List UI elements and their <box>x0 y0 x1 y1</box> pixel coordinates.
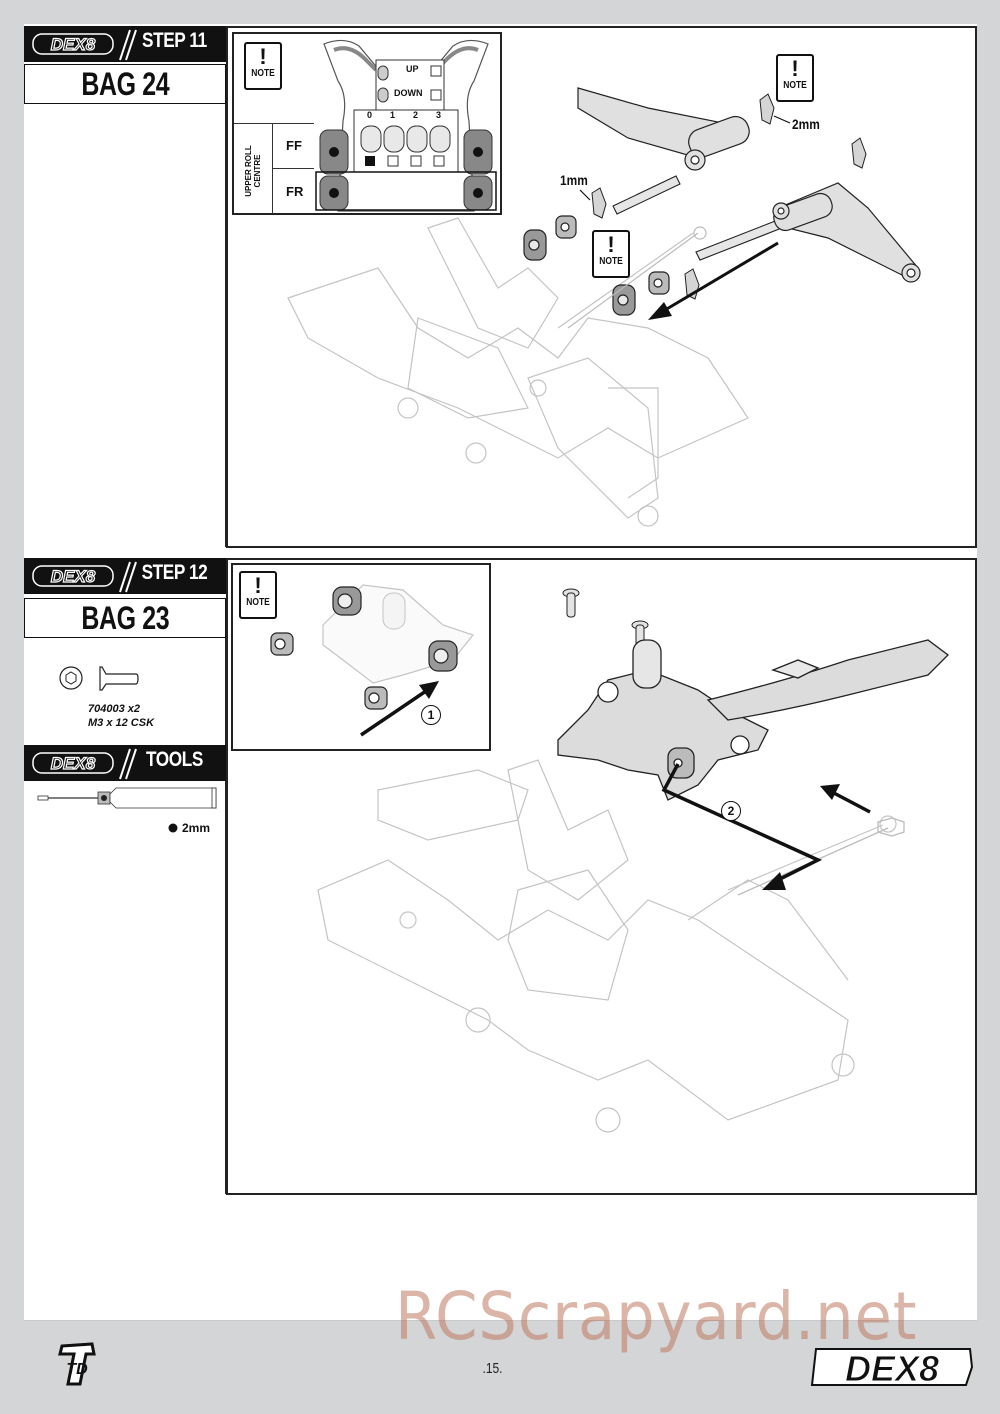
orientation-down-label: DOWN <box>394 88 423 98</box>
step-11-diagram: ! NOTE <box>226 26 977 548</box>
exclamation-icon: ! <box>259 44 267 69</box>
step-12-header: DEX8 STEP 12 <box>24 558 226 594</box>
step-12-diagram: ! NOTE 1 <box>226 558 977 1195</box>
divider-slashes <box>119 29 137 61</box>
upper-arm-rear <box>772 182 921 283</box>
pivot-bushings <box>523 215 670 316</box>
dex8-footer-logo: DEX8 <box>810 1348 974 1389</box>
page-number: .15. <box>482 1360 503 1377</box>
hinge-pins <box>612 175 793 261</box>
note-label: NOTE <box>599 256 623 267</box>
chassis-outline <box>317 759 897 1133</box>
suspension-assembly-illustration <box>287 87 921 527</box>
row-ff-label: FF <box>286 138 302 153</box>
bag-box: BAG 24 <box>24 64 226 104</box>
roll-centre-inset: ! NOTE <box>232 32 502 215</box>
tool-size: 2mm <box>182 821 211 835</box>
step-number: STEP 11 <box>142 29 207 52</box>
bushing-inset: ! NOTE 1 <box>231 563 491 751</box>
hex-bit-icon <box>168 823 178 833</box>
divider-slashes <box>119 748 137 780</box>
install-arrows <box>661 763 871 890</box>
countersunk-screw-icon <box>99 666 139 691</box>
wishbone-mount-illustration <box>317 588 949 1133</box>
dex8-logo: DEX8 <box>32 565 114 587</box>
selected-position-box <box>365 156 375 166</box>
watermark: RCScrapyard.net <box>395 1278 918 1355</box>
dex8-logo: DEX8 <box>32 33 114 55</box>
step-marker-2: 2 <box>721 801 741 821</box>
install-arrow <box>648 241 779 320</box>
note-badge: ! NOTE <box>592 230 630 278</box>
wishbone-mount <box>557 639 949 801</box>
exclamation-icon: ! <box>607 232 615 257</box>
roll-centre-table: UPPER ROLL CENTRE FF FR <box>234 123 314 214</box>
dex8-logo: DEX8 <box>32 752 114 774</box>
bag-box: BAG 23 <box>24 598 226 638</box>
note-label: NOTE <box>783 80 807 91</box>
bushing-exploded-illustration <box>270 584 475 737</box>
tools-label: TOOLS <box>145 748 203 771</box>
callout-2mm: 2mm <box>792 116 820 132</box>
note-label: NOTE <box>251 68 275 79</box>
column-3-label: 3 <box>436 110 442 120</box>
column-1-label: 1 <box>390 110 396 120</box>
drive-shaft <box>737 817 905 896</box>
left-column <box>24 104 227 547</box>
svg-text:DEX8: DEX8 <box>51 567 96 586</box>
note-badge: ! NOTE <box>776 54 814 102</box>
shock-tower-illustration <box>315 39 497 212</box>
exclamation-icon: ! <box>254 573 262 598</box>
svg-text:DEX8: DEX8 <box>51 754 96 773</box>
divider-slashes <box>119 561 137 593</box>
csk-screws <box>562 588 649 650</box>
exclamation-icon: ! <box>791 56 799 81</box>
step-number: STEP 12 <box>141 561 208 584</box>
callout-1mm: 1mm <box>560 172 588 188</box>
svg-text:DEX8: DEX8 <box>51 35 96 54</box>
svg-text:DEX8: DEX8 <box>845 1348 939 1389</box>
footer-divider <box>24 1320 977 1321</box>
chassis-outline <box>287 217 749 527</box>
orientation-up-label: UP <box>406 64 419 74</box>
tools-header: DEX8 TOOLS <box>24 745 226 781</box>
upper-arm-front <box>577 87 750 171</box>
note-badge: ! NOTE <box>244 42 282 90</box>
row-fr-label: FR <box>286 184 304 199</box>
screw-illustration <box>59 666 139 691</box>
svg-text:TD: TD <box>66 1361 88 1378</box>
note-badge: ! NOTE <box>239 571 277 619</box>
step-11-header: DEX8 STEP 11 <box>24 26 226 62</box>
screw-head-icon <box>59 666 83 690</box>
note-label: NOTE <box>246 597 270 608</box>
td-logo: TD <box>58 1342 96 1386</box>
column-2-label: 2 <box>413 110 419 120</box>
column-0-label: 0 <box>367 110 373 120</box>
hex-driver-icon <box>37 787 217 809</box>
drive-shaft <box>567 226 707 329</box>
part-code: 704003 x2 <box>88 703 140 715</box>
bag-label: BAG 23 <box>81 600 169 636</box>
bag-label: BAG 24 <box>81 66 169 102</box>
part-description: M3 x 12 CSK <box>88 717 155 729</box>
step-marker-1: 1 <box>421 705 441 725</box>
part-info: 704003 x2 M3 x 12 CSK <box>88 702 154 730</box>
